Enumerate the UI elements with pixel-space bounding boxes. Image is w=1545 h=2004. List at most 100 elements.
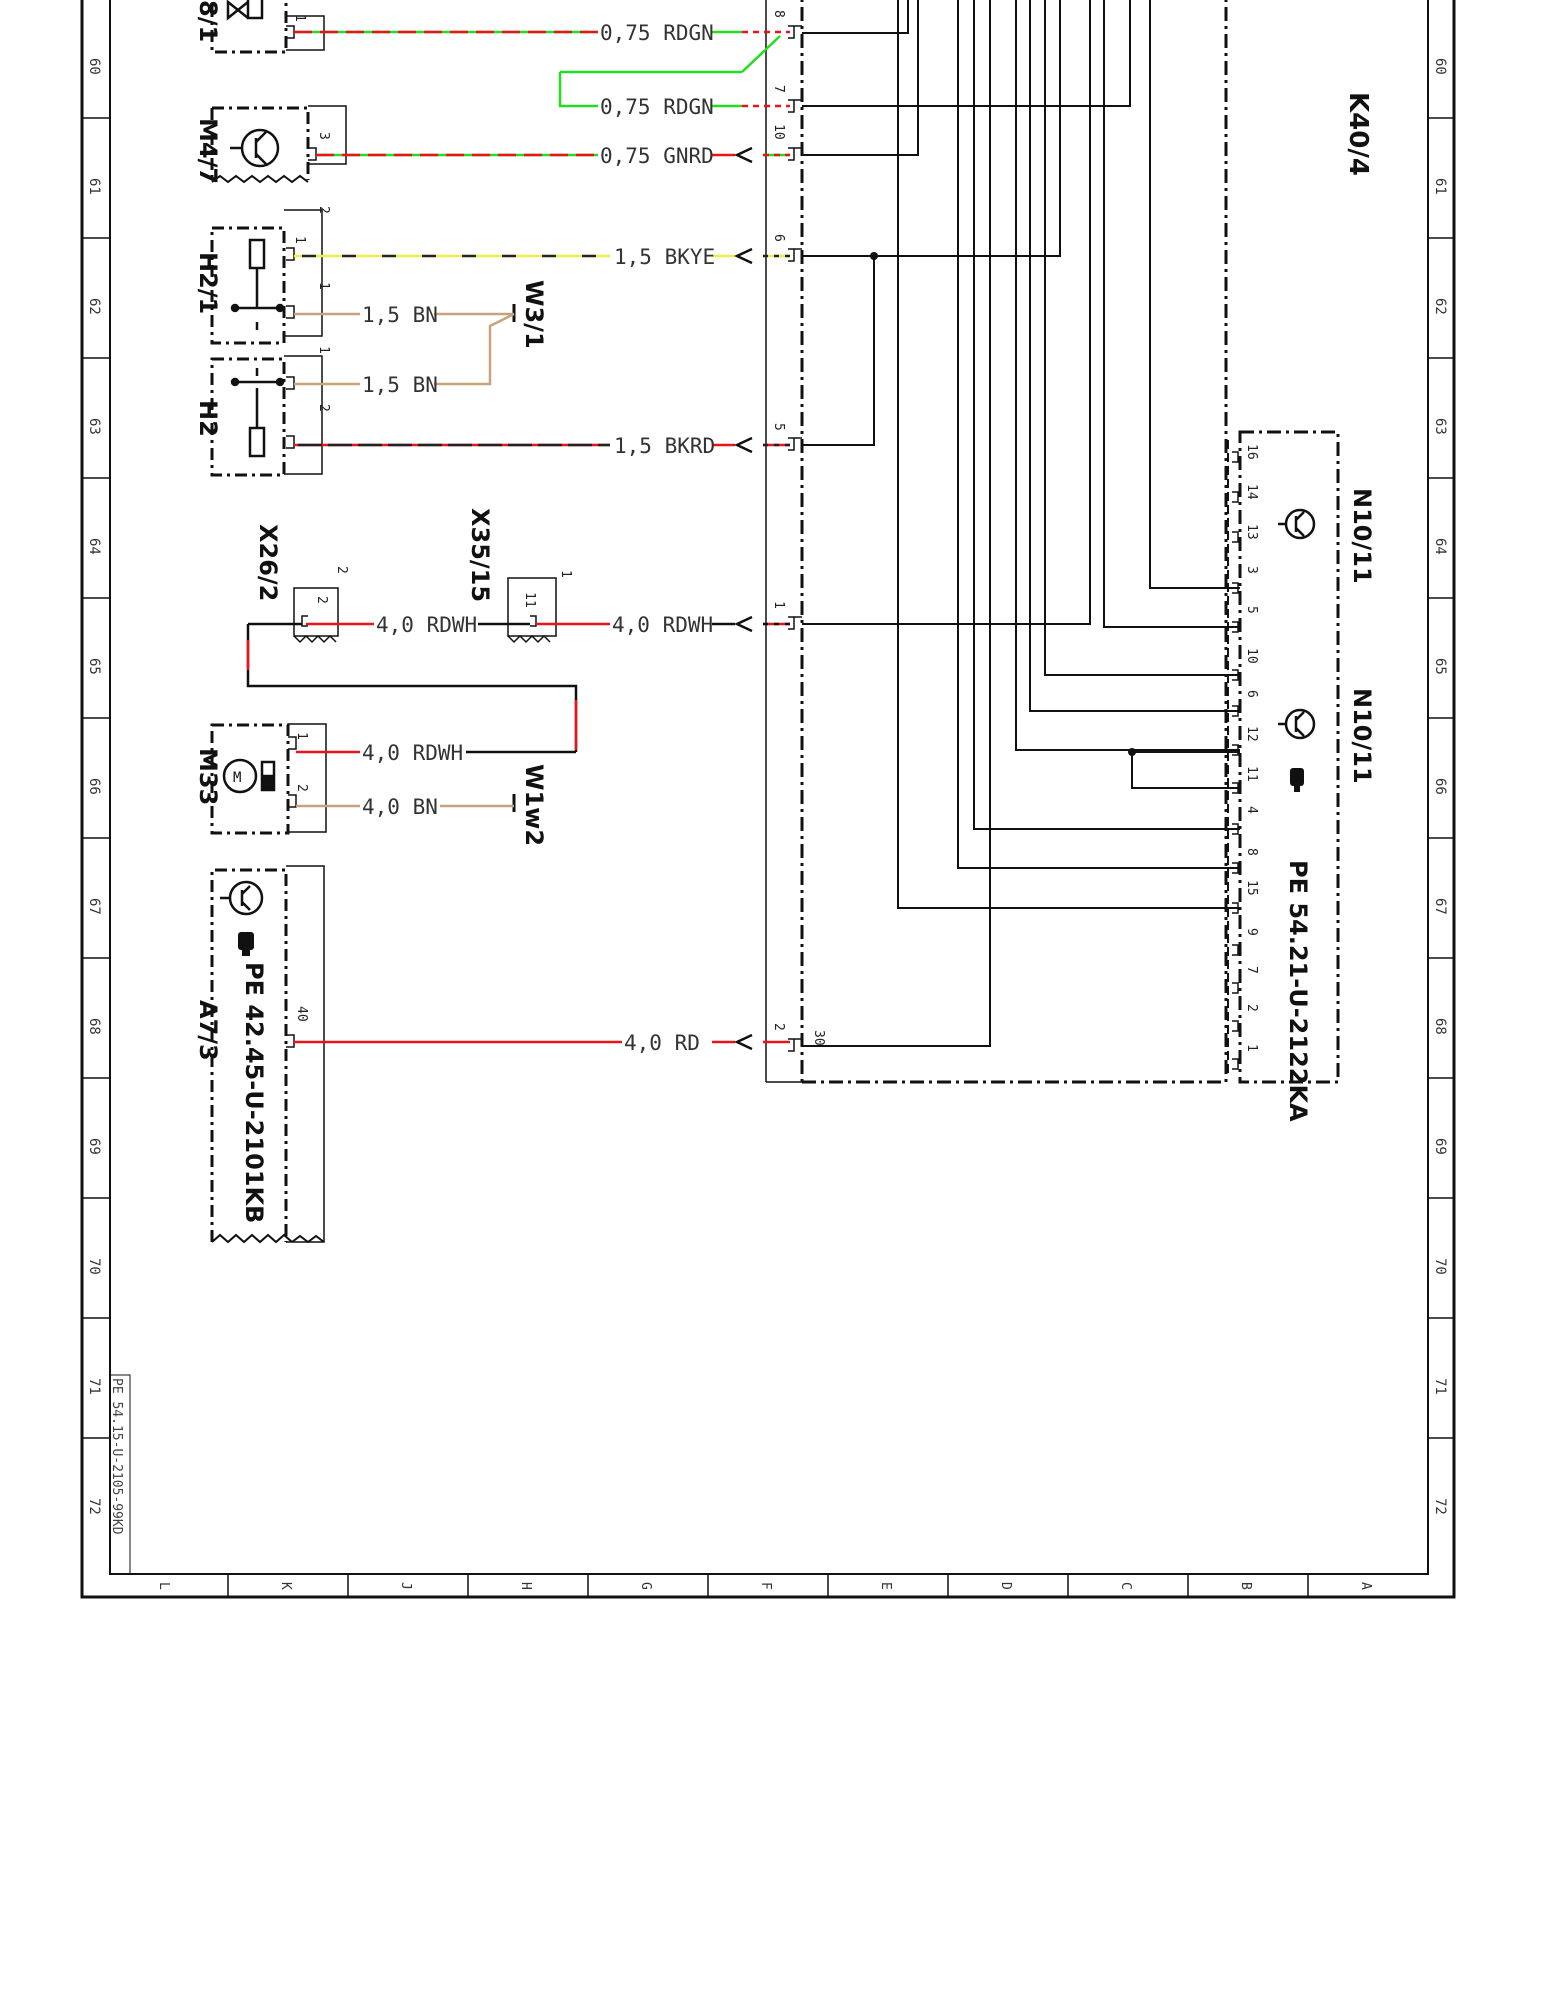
row-label-right-63: 63 xyxy=(1432,418,1448,435)
a7-3-transistor-icon xyxy=(220,880,264,916)
h2-1-pin-1b: 1 xyxy=(316,282,331,290)
connector-brackets xyxy=(284,15,347,1243)
n10-11-transistor-icon-2 xyxy=(1278,708,1316,740)
wire-brown xyxy=(294,312,515,808)
wire-label-h2-1-bn: 1,5 BN xyxy=(362,303,438,327)
x26-2-pin-inner: 2 xyxy=(314,596,329,604)
wire-label-h2-bn: 1,5 BN xyxy=(362,373,438,397)
wire-label-a7-3: 4,0 RD xyxy=(624,1031,700,1055)
x35-15-pin-outer: 1 xyxy=(558,570,573,578)
component-boxes xyxy=(210,0,310,1242)
a7-3-reference: PE 42.45-U-2101KB xyxy=(240,962,268,1223)
row-label-right-69: 69 xyxy=(1432,1138,1448,1155)
k40-pin-6: 6 xyxy=(771,234,786,242)
x35-15-connector xyxy=(507,577,557,644)
h2-label: H2 xyxy=(194,400,222,437)
row-label-left-71: 71 xyxy=(86,1378,102,1395)
col-label-D: D xyxy=(998,1582,1013,1590)
connector-arrowheads xyxy=(734,146,753,1051)
m33-label: M33 xyxy=(194,748,222,805)
col-label-G: G xyxy=(638,1582,653,1590)
k40-4-label: K40/4 xyxy=(1343,92,1373,176)
m33-motor-icon: M xyxy=(222,758,276,794)
m33-pin-2: 2 xyxy=(294,784,309,792)
col-label-C: C xyxy=(1118,1582,1133,1590)
n10-pin-8: 8 xyxy=(1244,848,1259,856)
svg-text:M: M xyxy=(233,770,241,786)
n10-11-pin-numbers: 16 14 13 3 5 10 6 12 11 4 8 15 9 7 2 1 xyxy=(1244,444,1259,1052)
footer-reference: PE 54.15-U-2105-99KD xyxy=(109,1378,124,1535)
wire-label-h2-bkrd: 1,5 BKRD xyxy=(614,434,715,458)
wire-label-m4-7: 0,75 GNRD xyxy=(600,144,714,168)
column-letter-labels: L K J H G F E D C B A xyxy=(156,1582,1373,1590)
row-label-right-66: 66 xyxy=(1432,778,1448,795)
n10-11-label-mid: N10/11 xyxy=(1348,688,1376,784)
n10-pin-16: 16 xyxy=(1244,444,1259,460)
wire-y8-1-rdgn xyxy=(294,30,790,108)
a7-3-label: A7/3 xyxy=(194,1000,222,1061)
y8-1-pin-1: 1 xyxy=(292,14,307,22)
k40-pin-1: 1 xyxy=(771,601,786,609)
n10-pin-stubs xyxy=(1232,451,1239,1070)
wire-label-x35-15: 4,0 RDWH xyxy=(612,613,713,637)
col-label-E: E xyxy=(878,1582,893,1590)
wire-label-m33-1: 4,0 RDWH xyxy=(362,741,463,765)
row-label-left-65: 65 xyxy=(86,658,102,675)
bottom-column-ruler xyxy=(227,1574,1309,1597)
m33-pin-1: 1 xyxy=(294,732,309,740)
n10-11-label-top: N10/11 xyxy=(1348,488,1376,584)
k40-4-connector-line xyxy=(766,0,776,1080)
zigzag-edges xyxy=(211,174,325,1244)
m4-7-fan-icon xyxy=(230,128,280,168)
col-label-H: H xyxy=(518,1582,533,1590)
n10-pin-10: 10 xyxy=(1244,648,1259,664)
wire-rdwh xyxy=(246,622,790,754)
row-label-left-66: 66 xyxy=(86,778,102,795)
n10-pin-7: 7 xyxy=(1244,966,1259,974)
component-labels: 8/1 M4/7 H2/1 H2 M33 A7/3 PE 42.45-U-210… xyxy=(194,0,548,1223)
row-label-right-68: 68 xyxy=(1432,1018,1448,1035)
row-label-left-69: 69 xyxy=(86,1138,102,1155)
row-label-left-63: 63 xyxy=(86,418,102,435)
k40-pin-7: 7 xyxy=(771,85,786,93)
k40-4-dashed-box xyxy=(800,0,1228,1084)
component-pin-numbers: 1 3 2 1 1 1 2 1 2 40 xyxy=(292,14,331,1022)
row-label-right-72: 72 xyxy=(1432,1498,1448,1515)
k40-pin-5: 5 xyxy=(771,423,786,431)
row-label-right-64: 64 xyxy=(1432,538,1448,555)
row-label-right-67: 67 xyxy=(1432,898,1448,915)
k40-pin-8: 8 xyxy=(771,10,786,18)
n10-11-transistor-icon xyxy=(1278,508,1316,540)
row-label-right-71: 71 xyxy=(1432,1378,1448,1395)
n10-pin-6: 6 xyxy=(1244,690,1259,698)
n10-pin-1: 1 xyxy=(1244,1044,1259,1052)
n10-pin-2: 2 xyxy=(1244,1004,1259,1012)
row-label-right-61: 61 xyxy=(1432,178,1448,195)
row-label-right-60: 60 xyxy=(1432,58,1448,75)
n10-pin-3: 3 xyxy=(1244,566,1259,574)
w3-1-label: W3/1 xyxy=(520,280,548,349)
n10-11-dashed-box xyxy=(1238,430,1340,1084)
col-label-F: F xyxy=(758,1582,773,1590)
internal-black-wiring xyxy=(802,0,1240,1047)
n10-pin-5: 5 xyxy=(1244,606,1259,614)
right-row-ruler xyxy=(1428,117,1454,1439)
n10-pin-14: 14 xyxy=(1244,484,1259,500)
k40-pin-10: 10 xyxy=(771,124,786,140)
col-label-B: B xyxy=(1238,1582,1253,1590)
x26-2-label: X26/2 xyxy=(254,524,282,601)
row-label-left-60: 60 xyxy=(86,58,102,75)
h2-1-pin-2: 2 xyxy=(316,206,331,214)
n10-pin-11: 11 xyxy=(1244,766,1259,782)
h2-pin-1: 1 xyxy=(316,346,331,354)
left-row-ruler xyxy=(82,117,110,1439)
n10-pin-13: 13 xyxy=(1244,524,1259,540)
k40-pin-2: 2 xyxy=(771,1023,786,1031)
h2-horn-icon xyxy=(230,368,285,458)
n10-pin-4: 4 xyxy=(1244,806,1259,814)
wire-label-x26-2: 4,0 RDWH xyxy=(376,613,477,637)
m4-7-label: M4/7 xyxy=(194,118,222,184)
x35-15-label: X35/15 xyxy=(466,508,494,602)
col-label-J: J xyxy=(398,1582,413,1590)
connector-pin-numbers: 2 2 1 11 xyxy=(314,566,573,608)
